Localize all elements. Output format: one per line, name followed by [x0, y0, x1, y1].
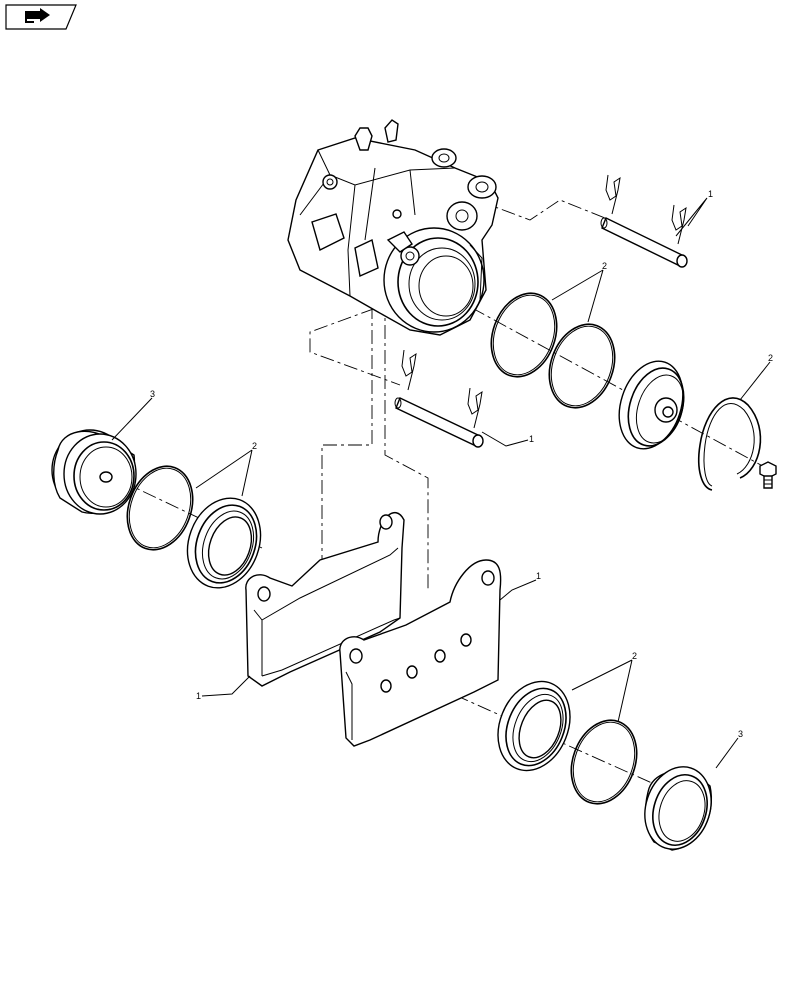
callout-leaders: [111, 197, 771, 769]
snap-ring: [697, 397, 762, 491]
piston-cap-left: [51, 429, 137, 515]
back-nav-button[interactable]: [5, 4, 77, 30]
callout-seal-ring-upper-left: 2: [602, 261, 607, 271]
bleed-screw: [759, 461, 777, 489]
seal-ring-upper-b: [548, 323, 616, 409]
callout-pin-middle: 1: [529, 434, 534, 444]
callout-numbers: 1 2 2 3 2 1 1 1 2 3: [150, 189, 773, 739]
callout-brake-pad-left: 1: [196, 691, 201, 701]
callout-brake-pad-right: 1: [536, 571, 541, 581]
caliper-housing: [287, 119, 499, 336]
arrow-return-icon: [25, 8, 50, 23]
callout-piston-cap-left: 3: [150, 389, 155, 399]
callout-seal-ring-upper-right: 2: [768, 353, 773, 363]
clip-icon: [401, 349, 483, 429]
guide-pin-lower: [394, 349, 484, 448]
seal-ring-lower: [570, 719, 638, 805]
brake-pad-right: [339, 559, 502, 747]
callout-seal-ring-left: 2: [252, 441, 257, 451]
guide-pin-upper: [600, 174, 688, 268]
dust-seal-left: [186, 497, 262, 589]
callout-seal-ring-lower: 2: [632, 651, 637, 661]
seal-ring-left: [126, 465, 194, 551]
dust-seal-lower: [497, 680, 571, 772]
seal-ring-upper-a: [490, 292, 558, 378]
clip-icon: [605, 174, 687, 245]
piston-cap-lower: [644, 766, 712, 851]
brake-pad-left: [245, 512, 405, 687]
callout-pin-top-right: 1: [708, 189, 713, 199]
callout-piston-cap-lower: 3: [738, 729, 743, 739]
piston-upper: [618, 360, 685, 450]
